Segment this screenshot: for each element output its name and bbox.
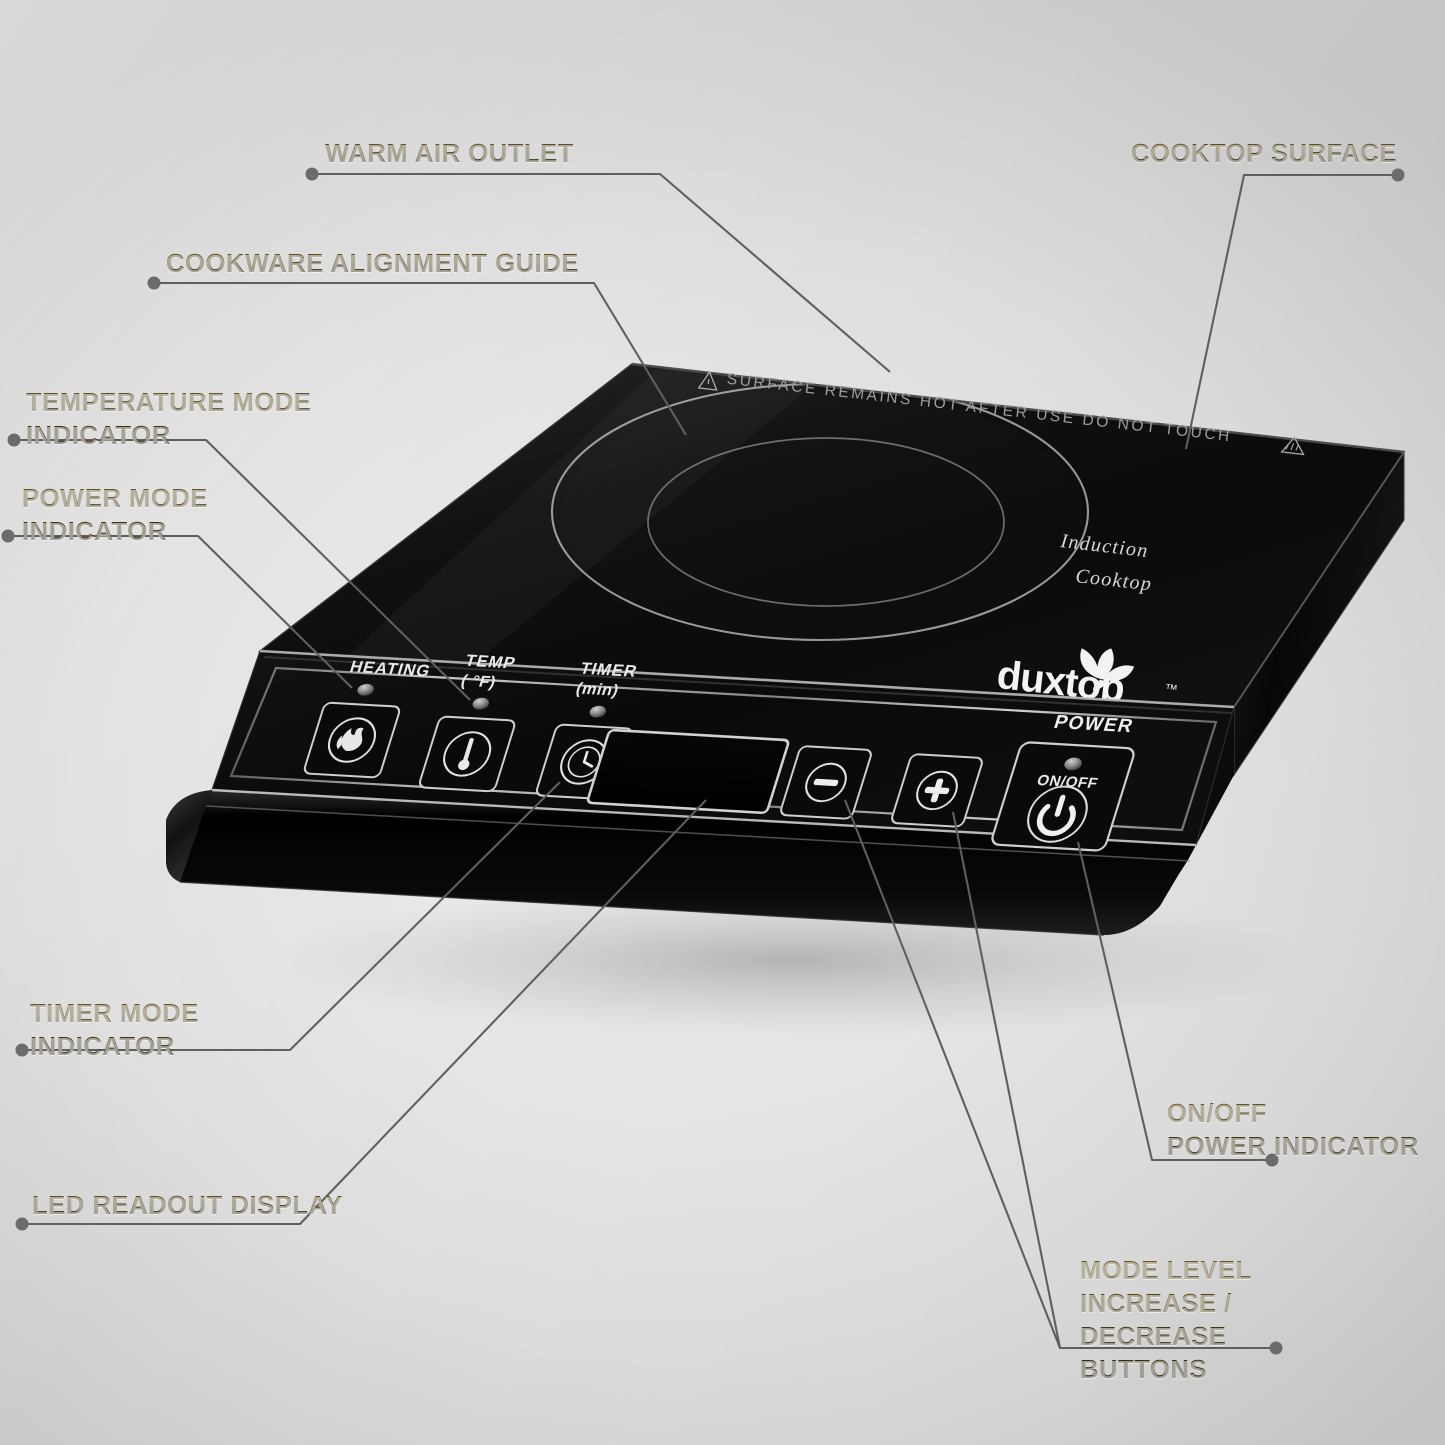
leader-dot-power-mode (1, 529, 15, 543)
base-secondary-line (205, 805, 1191, 862)
leader-dot-warm-air-outlet (305, 167, 319, 181)
temperature-mode-indicator-led (472, 697, 489, 710)
callout-timer-mode: TIMER MODE INDICATOR (30, 998, 199, 1064)
power-icon (1027, 785, 1088, 843)
plus-control-group (891, 753, 983, 828)
leader-dot-cooktop-surface (1391, 168, 1405, 182)
temp-sublabel: ( °F) (459, 672, 499, 691)
onoff-power-indicator-led (1064, 757, 1082, 771)
panel-top-shadowline (263, 656, 1233, 714)
base-front-band (166, 790, 1196, 935)
led-display-group (586, 728, 790, 815)
minus-control-group (780, 745, 872, 820)
leaf-icon (1080, 648, 1135, 691)
callout-cooktop-surface: COOKTOP SURFACE (1131, 138, 1397, 171)
leader-temperature-mode (14, 438, 471, 701)
brand-tm: ™ (1164, 681, 1179, 697)
callout-warm-air-outlet: WARM AIR OUTLET (325, 138, 574, 171)
cookware-alignment-guide-inner-ring (647, 437, 1005, 607)
callout-led-readout: LED READOUT DISPLAY (32, 1190, 343, 1223)
leader-mode-level-plus (951, 811, 1062, 1349)
leader-dot-temperature-mode (7, 433, 21, 447)
base-bottom-line (179, 881, 1105, 936)
leader-led-readout (22, 799, 707, 1226)
timer-label: TIMER (578, 659, 640, 681)
power-button-sublabel: ON/OFF (1035, 772, 1100, 792)
panel-controls: HEATING TEMP ( °F) (303, 651, 1136, 852)
glass-right-bevel (1233, 451, 1405, 708)
timer-sublabel: (min) (574, 680, 621, 700)
callout-onoff-power: ON/OFF POWER INDICATOR (1167, 1098, 1419, 1164)
led-readout-display (586, 728, 790, 815)
warning-hot-surface-icon (1280, 436, 1305, 456)
leader-cooktop-surface (1184, 173, 1398, 450)
leader-dot-mode-level (1269, 1341, 1283, 1355)
leader-onoff-power (1076, 841, 1272, 1162)
leader-power-mode (8, 534, 353, 689)
power-control-group: POWER ON/OFF (991, 712, 1136, 852)
temp-control-group: TEMP ( °F) (418, 651, 518, 793)
panel-chrome-inset (229, 666, 1218, 832)
leader-dot-timer-mode (15, 1043, 29, 1057)
warning-triangle-left-icon (697, 370, 718, 391)
callout-temperature-mode: TEMPERATURE MODE INDICATOR (26, 387, 311, 453)
leader-dot-onoff-power (1265, 1153, 1279, 1167)
glass-sheen (260, 364, 1404, 707)
body-right-face (1234, 452, 1404, 775)
base-left-corner (166, 790, 212, 882)
leader-dot-led-readout (15, 1217, 29, 1231)
leader-timer-mode (22, 781, 561, 1052)
plus-icon (916, 770, 958, 811)
glass-top-bevel (631, 362, 1405, 454)
flame-icon (327, 717, 376, 763)
panel-top-seam (259, 649, 1235, 709)
callout-power-mode: POWER MODE INDICATOR (22, 483, 208, 549)
callout-cookware-alignment: COOKWARE ALIGNMENT GUIDE (166, 248, 579, 281)
temp-label: TEMP (463, 651, 518, 672)
heating-label: HEATING (348, 657, 434, 680)
timer-mode-indicator-led (589, 705, 606, 718)
thermometer-icon (443, 731, 492, 777)
power-section-label: POWER (1051, 712, 1136, 737)
callout-mode-level-buttons: MODE LEVEL INCREASE / DECREASE BUTTONS (1080, 1255, 1252, 1388)
heating-control-group: HEATING (303, 657, 434, 779)
minus-icon (805, 762, 847, 803)
power-mode-indicator-led (357, 683, 374, 696)
leader-warm-air-outlet (312, 172, 891, 373)
leader-cookware-alignment (154, 281, 687, 436)
leader-dot-cookware-alignment (147, 276, 161, 290)
